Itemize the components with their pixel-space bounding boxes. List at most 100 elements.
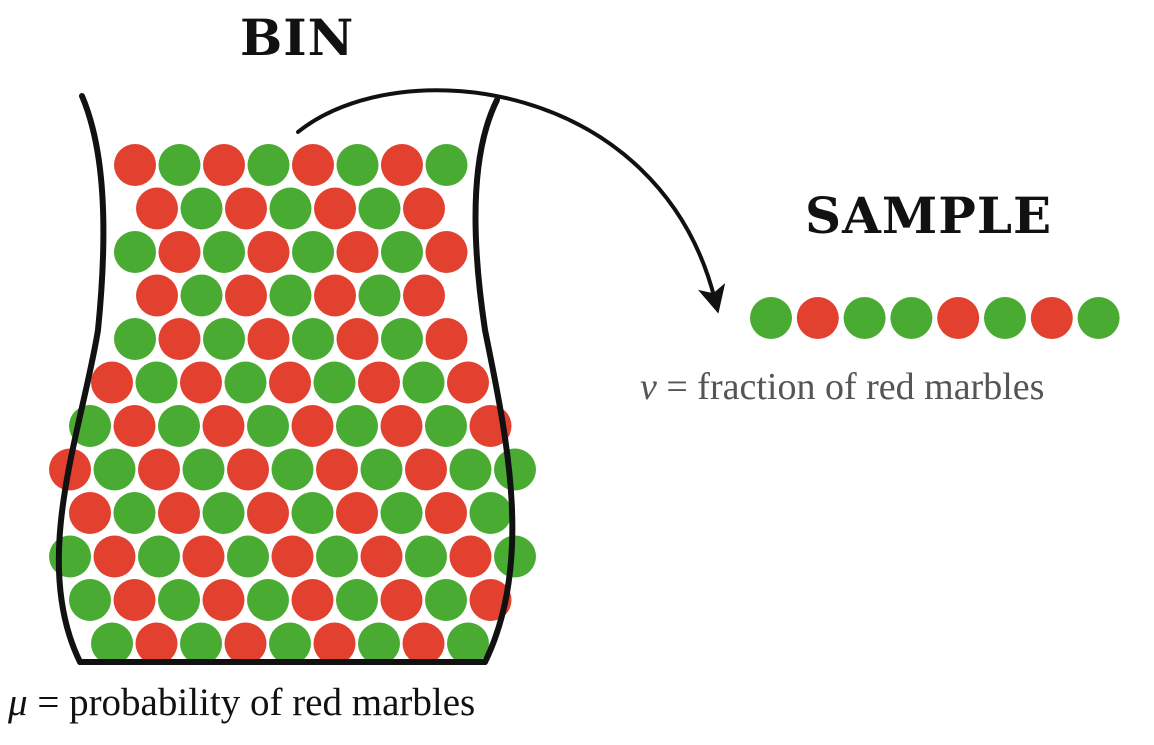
green-marble — [381, 231, 423, 273]
green-marble — [114, 231, 156, 273]
green-marble — [269, 622, 311, 665]
green-marble — [494, 448, 536, 491]
red-marble — [158, 492, 200, 534]
sample-green-marble — [843, 297, 886, 339]
red-marble — [291, 405, 334, 447]
green-marble — [113, 492, 156, 534]
red-marble — [358, 361, 400, 404]
green-marble — [360, 448, 403, 491]
green-marble — [247, 405, 289, 447]
mu-symbol: μ — [8, 681, 28, 724]
green-marble — [114, 318, 156, 360]
green-marble — [358, 622, 400, 665]
green-marble — [292, 231, 334, 273]
green-marble — [135, 361, 178, 404]
red-marble — [336, 318, 379, 360]
red-marble — [425, 318, 468, 360]
green-marble — [138, 535, 180, 578]
green-marble — [227, 535, 269, 578]
sample-title: SAMPLE — [805, 186, 1053, 245]
green-marble — [358, 187, 401, 230]
green-marble — [494, 535, 536, 578]
red-marble — [313, 622, 356, 665]
red-marble — [135, 622, 178, 665]
green-marble — [313, 361, 356, 404]
red-marble — [336, 231, 379, 273]
red-marble — [403, 187, 445, 230]
green-marble — [292, 318, 334, 360]
green-marble — [247, 579, 289, 621]
red-marble — [336, 492, 378, 534]
green-marble — [291, 492, 334, 534]
red-marble — [380, 579, 423, 621]
red-marble — [447, 361, 489, 404]
green-marble — [93, 448, 136, 491]
red-marble — [113, 405, 156, 447]
red-marble — [314, 274, 356, 317]
green-marble — [158, 144, 201, 186]
bin-marbles — [49, 144, 536, 665]
red-marble — [182, 535, 225, 578]
red-marble — [247, 492, 289, 534]
green-marble — [469, 492, 512, 534]
sample-green-marble — [890, 297, 933, 339]
red-marble — [225, 187, 267, 230]
green-marble — [182, 448, 225, 491]
bin-caption: μ = probability of red marbles — [8, 680, 475, 725]
red-marble — [449, 535, 492, 578]
green-marble — [380, 492, 423, 534]
red-marble — [425, 231, 468, 273]
red-marble — [158, 231, 201, 273]
sample-caption-text: = fraction of red marbles — [666, 366, 1045, 408]
green-marble — [180, 622, 222, 665]
sample-caption: ν = fraction of red marbles — [640, 365, 1044, 409]
red-marble — [247, 231, 290, 273]
draw-arrow — [296, 88, 726, 314]
sample-red-marble — [937, 297, 980, 339]
red-marble — [113, 579, 156, 621]
green-marble — [91, 622, 133, 665]
green-marble — [358, 274, 401, 317]
sample-red-marble — [1030, 297, 1073, 339]
red-marble — [91, 361, 133, 404]
green-marble — [224, 361, 267, 404]
green-marble — [269, 274, 312, 317]
bin-title: BIN — [240, 8, 355, 67]
red-marble — [138, 448, 180, 491]
green-marble — [336, 405, 378, 447]
red-marble — [292, 144, 334, 186]
green-marble — [158, 405, 200, 447]
bin-caption-text: = probability of red marbles — [37, 681, 476, 724]
sample-red-marble — [796, 297, 839, 339]
green-marble — [402, 361, 445, 404]
red-marble — [425, 492, 467, 534]
green-marble — [271, 448, 314, 491]
red-marble — [202, 579, 245, 621]
green-marble — [69, 579, 111, 621]
sample-green-marble — [984, 297, 1026, 339]
red-marble — [380, 405, 423, 447]
red-marble — [291, 579, 334, 621]
red-marble — [93, 535, 136, 578]
green-marble — [336, 579, 378, 621]
sample-green-marble — [1077, 297, 1120, 339]
green-marble — [203, 231, 245, 273]
bin-outline — [55, 93, 516, 665]
sample-marbles — [750, 297, 1120, 339]
green-marble — [316, 535, 358, 578]
red-marble — [136, 187, 178, 230]
green-marble — [425, 144, 468, 186]
green-marble — [336, 144, 379, 186]
red-marble — [225, 274, 267, 317]
red-marble — [405, 448, 447, 491]
green-marble — [447, 622, 489, 665]
red-marble — [69, 492, 111, 534]
green-marble — [425, 579, 467, 621]
red-marble — [136, 274, 178, 317]
red-marble — [224, 622, 267, 665]
red-marble — [247, 318, 290, 360]
red-marble — [269, 361, 311, 404]
sample-green-marble — [750, 297, 792, 339]
